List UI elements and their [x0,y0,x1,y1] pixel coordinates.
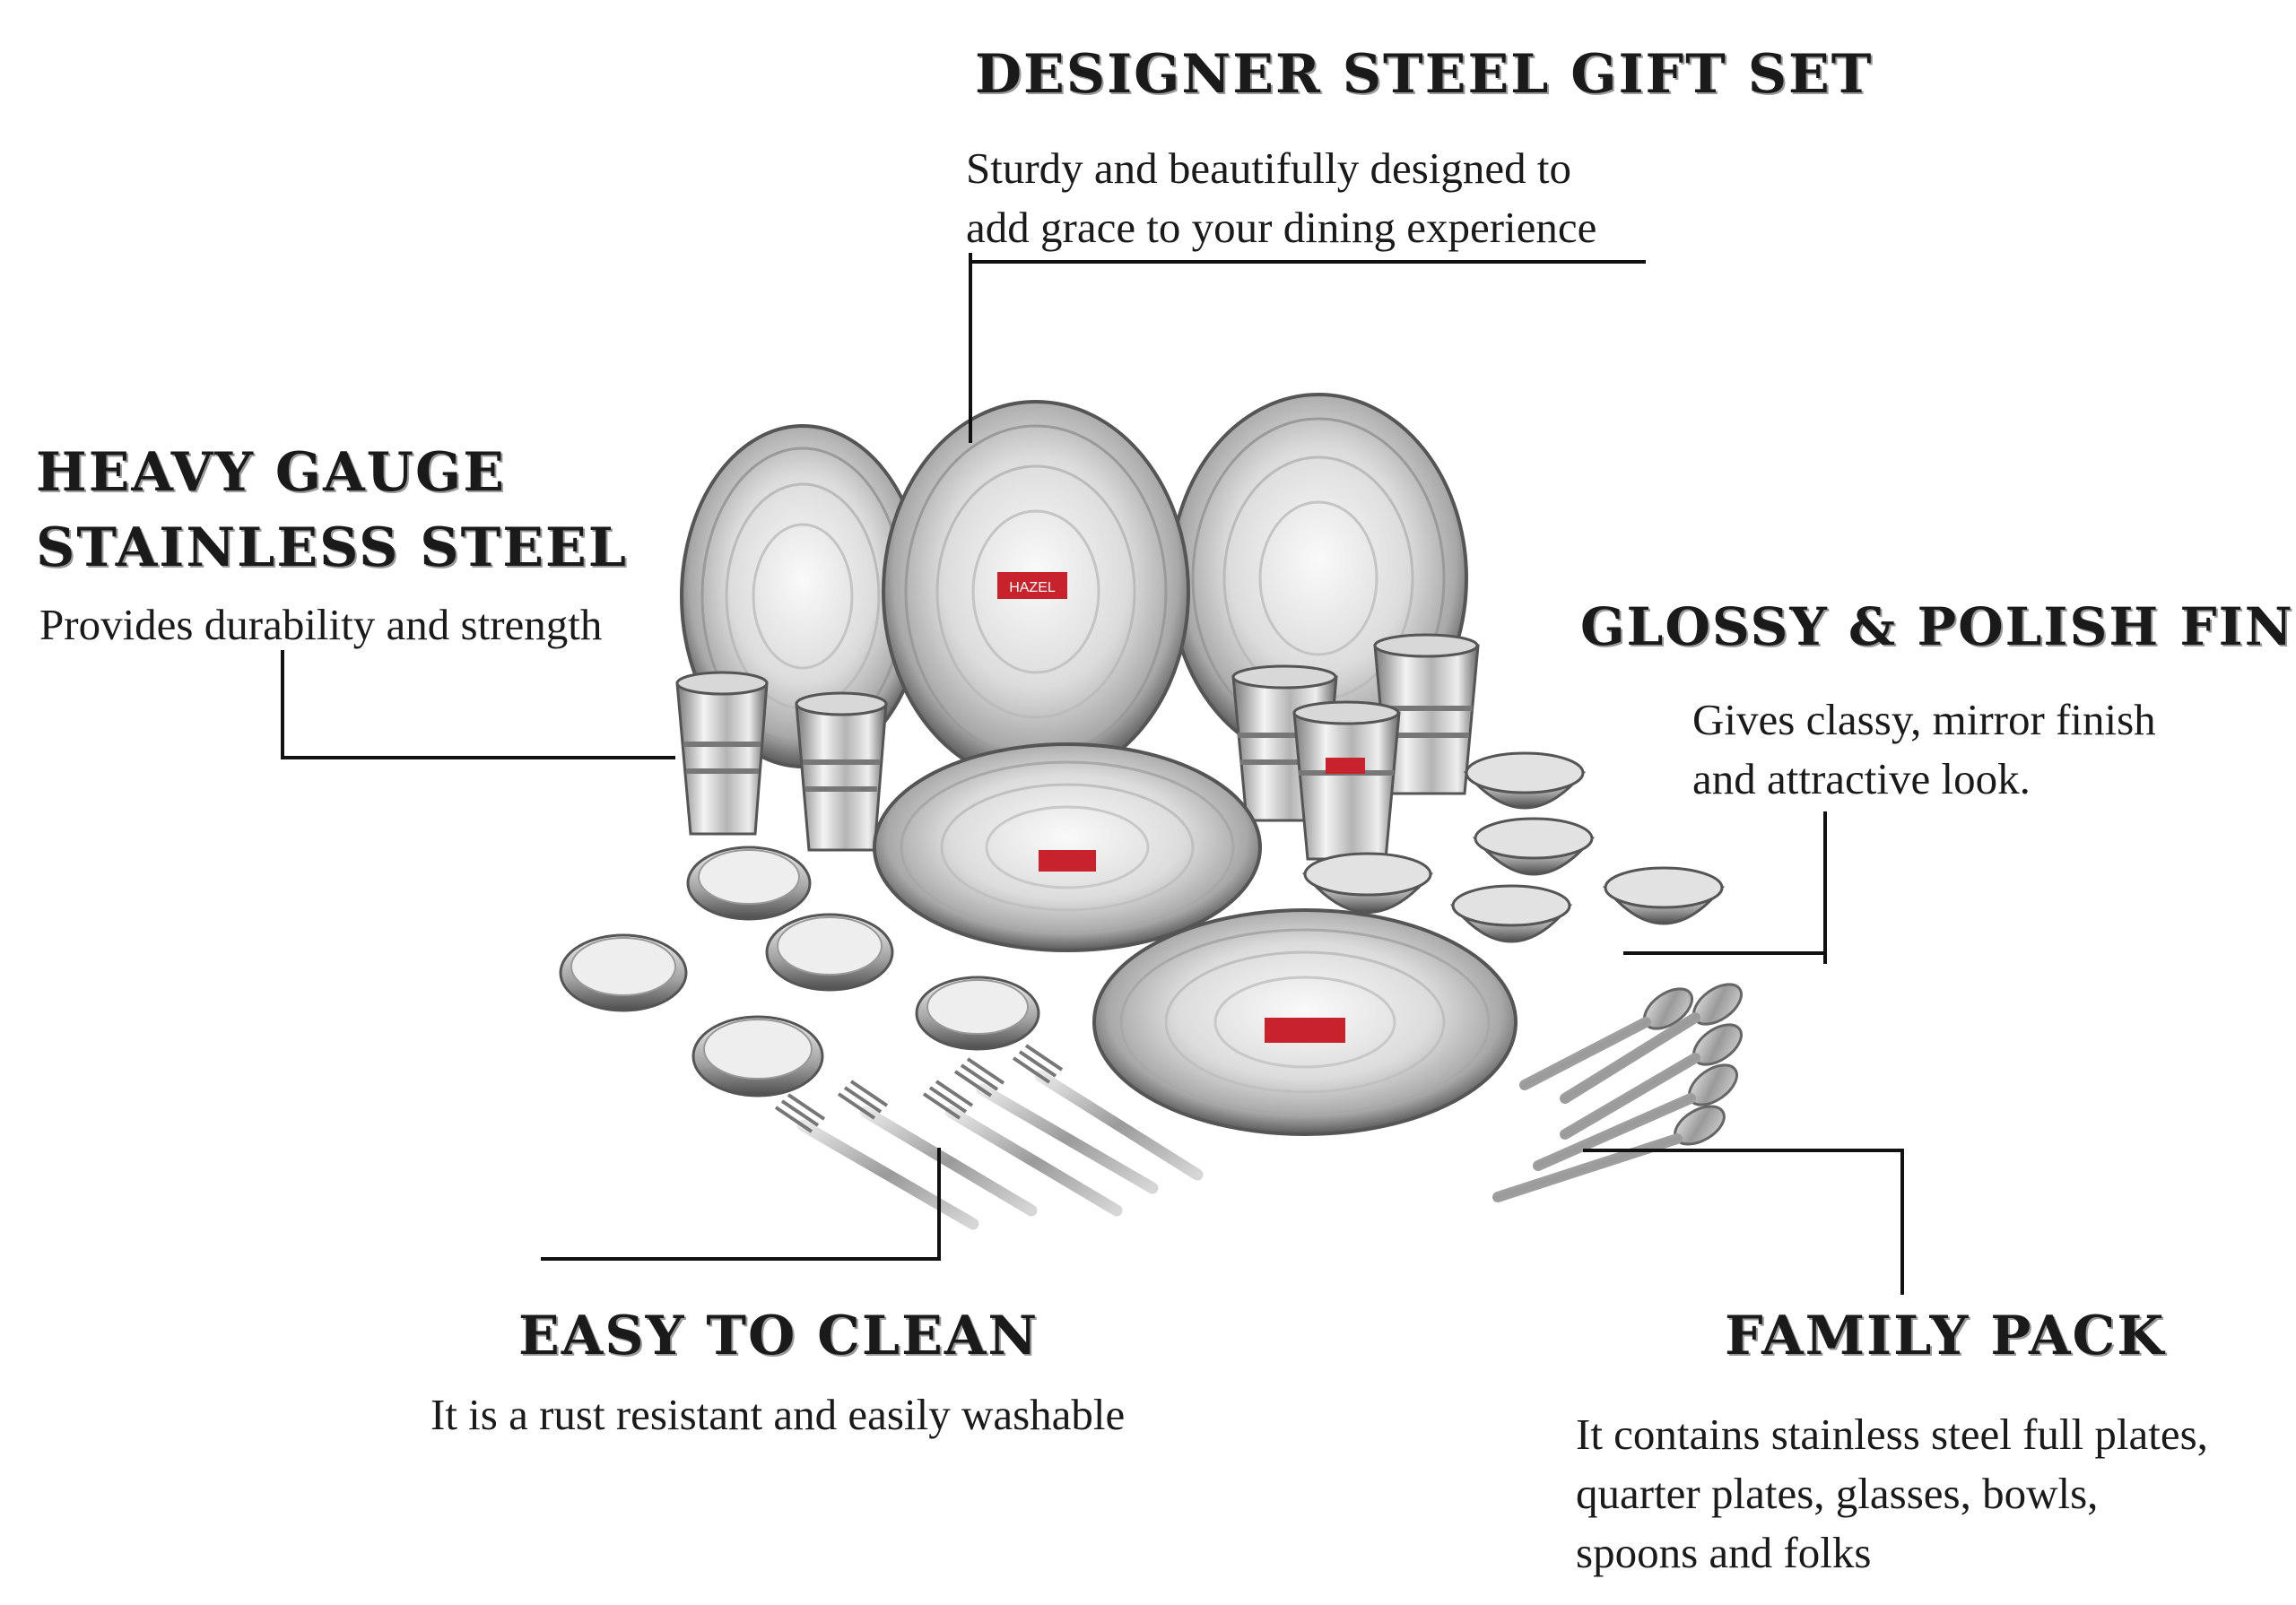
heavy-gauge-heading: HEAVY GAUGE STAINLESS STEEL [36,435,628,586]
glass [1292,700,1401,861]
fork [953,1057,1159,1194]
spoon [1492,1105,1726,1202]
connector-clean-h [541,1257,941,1261]
connector-designer-h [969,260,1646,264]
fork [774,1093,979,1230]
connector-designer-v [969,253,972,443]
designer-line-1: Sturdy and beautifully designed to [966,143,1571,193]
bowl [1472,817,1596,876]
plate-flat-middle [873,742,1262,952]
quarter-plate [915,976,1040,1051]
connector-glossy-h [1623,951,1827,955]
glossy-description: Gives classy, mirror finish and attracti… [1692,690,2156,809]
connector-family-h [1583,1149,1904,1152]
easy-clean-description: It is a rust resistant and easily washab… [430,1390,1126,1439]
glass [1373,633,1480,795]
glossy-heading: GLOSSY & POLISH FINISH [1580,596,2296,657]
glossy-line-1: Gives classy, mirror finish [1692,695,2156,744]
bowl [1463,751,1587,810]
glossy-line-2: and attractive look. [1692,754,2031,803]
family-pack-line-2: quarter plates, glasses, bowls, [1576,1469,2099,1518]
connector-clean-v [937,1148,941,1261]
bowl [1449,884,1573,943]
family-pack-description: It contains stainless steel full plates,… [1576,1405,2208,1583]
quarter-plate [559,933,688,1012]
plate-flat-front [1092,908,1518,1136]
bowl [1602,866,1726,925]
family-pack-line-3: spoons and folks [1576,1528,1872,1577]
designer-line-2: add grace to your dining experience [966,203,1597,252]
designer-description: Sturdy and beautifully designed to add g… [966,139,1596,257]
quarter-plate [691,1015,824,1097]
connector-heavy-h [281,756,675,759]
family-pack-heading: FAMILY PACK [1725,1305,2166,1367]
fork [837,1080,1038,1217]
glass [795,691,888,852]
easy-clean-heading: EASY TO CLEAN [518,1305,1039,1367]
quarter-plate [686,846,812,921]
family-pack-line-1: It contains stainless steel full plates, [1576,1410,2208,1459]
heavy-gauge-heading-line-2: STAINLESS STEEL [36,516,628,579]
connector-family-v [1900,1149,1904,1295]
spoon [1560,983,1743,1104]
brand-label: HAZEL [1009,580,1056,595]
heavy-gauge-heading-line-1: HEAVY GAUGE [36,441,506,504]
fork [1012,1044,1204,1181]
spoon [1533,1063,1738,1171]
bowl [1301,852,1434,914]
heavy-gauge-description: Provides durability and strength [39,600,603,649]
connector-glossy-v [1823,811,1827,964]
plate-standing-center: HAZEL [882,400,1190,784]
glass [675,671,769,836]
spoon [1560,1023,1743,1140]
spoon [1519,987,1693,1090]
designer-heading: DESIGNER STEEL GIFT SET [975,43,1874,106]
connector-heavy-v [281,650,284,759]
quarter-plate [765,913,894,992]
fork [922,1080,1123,1217]
